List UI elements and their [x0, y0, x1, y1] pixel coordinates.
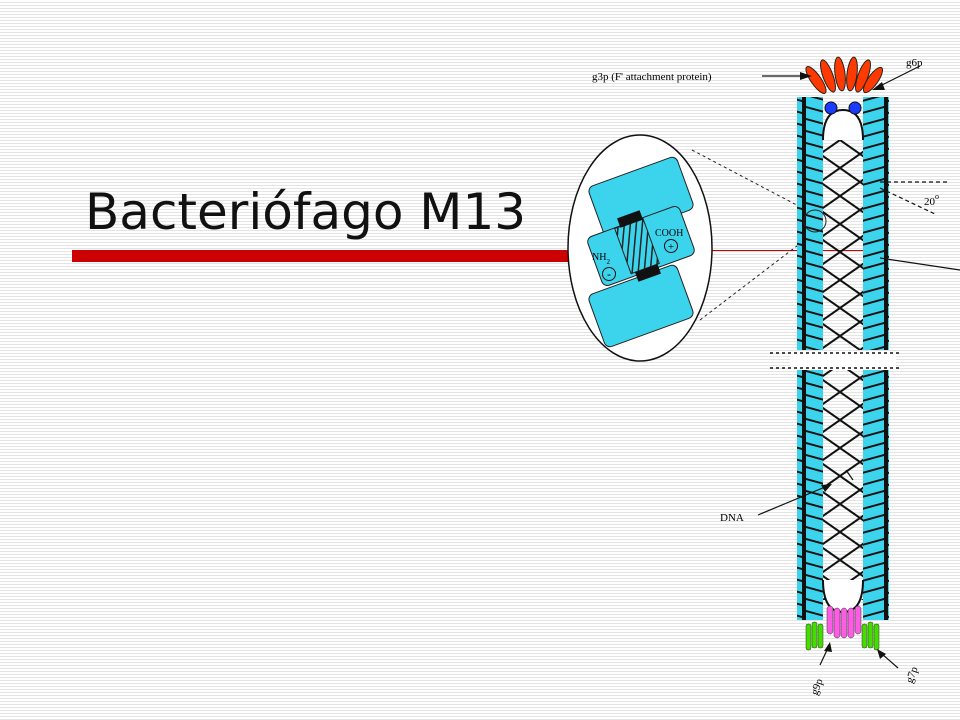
- g7p-label: g7p: [904, 665, 921, 685]
- inset-zoom-lines: [691, 149, 811, 321]
- g6p-proteins: [824, 101, 862, 115]
- capsid-wall-right-bottom: [863, 370, 889, 620]
- coat-protein-block-bottom: [588, 264, 694, 348]
- capsid-wall-left-top: [797, 97, 823, 350]
- slide-title: Bacteriófago M13: [85, 183, 527, 241]
- title-underline-bar: [72, 250, 577, 262]
- cooh-label: COOH: [655, 228, 683, 239]
- capsid-wall-right-top: [863, 97, 889, 350]
- g3p-label: g3p (F' attachment protein): [592, 71, 712, 83]
- annotation-arrows: [757, 65, 960, 669]
- capsid-wall-left-bottom: [797, 370, 823, 620]
- g9p-proteins: [826, 605, 862, 639]
- angle-label: 20o: [924, 192, 939, 208]
- minus-charge-label: -: [607, 267, 611, 281]
- g9p-label: g9p: [809, 677, 826, 697]
- nh2-label: NH2: [592, 252, 610, 266]
- title-underline-thin-line: [577, 250, 887, 251]
- g3p-attachment-proteins: [805, 56, 884, 94]
- dna-core-top: [823, 135, 863, 350]
- plus-charge-label: +: [668, 241, 674, 253]
- dna-label: DNA: [720, 512, 744, 524]
- g6p-label: g6p: [906, 57, 923, 69]
- dna-loop-top: [822, 108, 864, 141]
- phage-filament: [770, 97, 902, 620]
- coat-protein-inset: COOH + NH2 -: [567, 134, 713, 362]
- g7p-proteins: [805, 621, 880, 651]
